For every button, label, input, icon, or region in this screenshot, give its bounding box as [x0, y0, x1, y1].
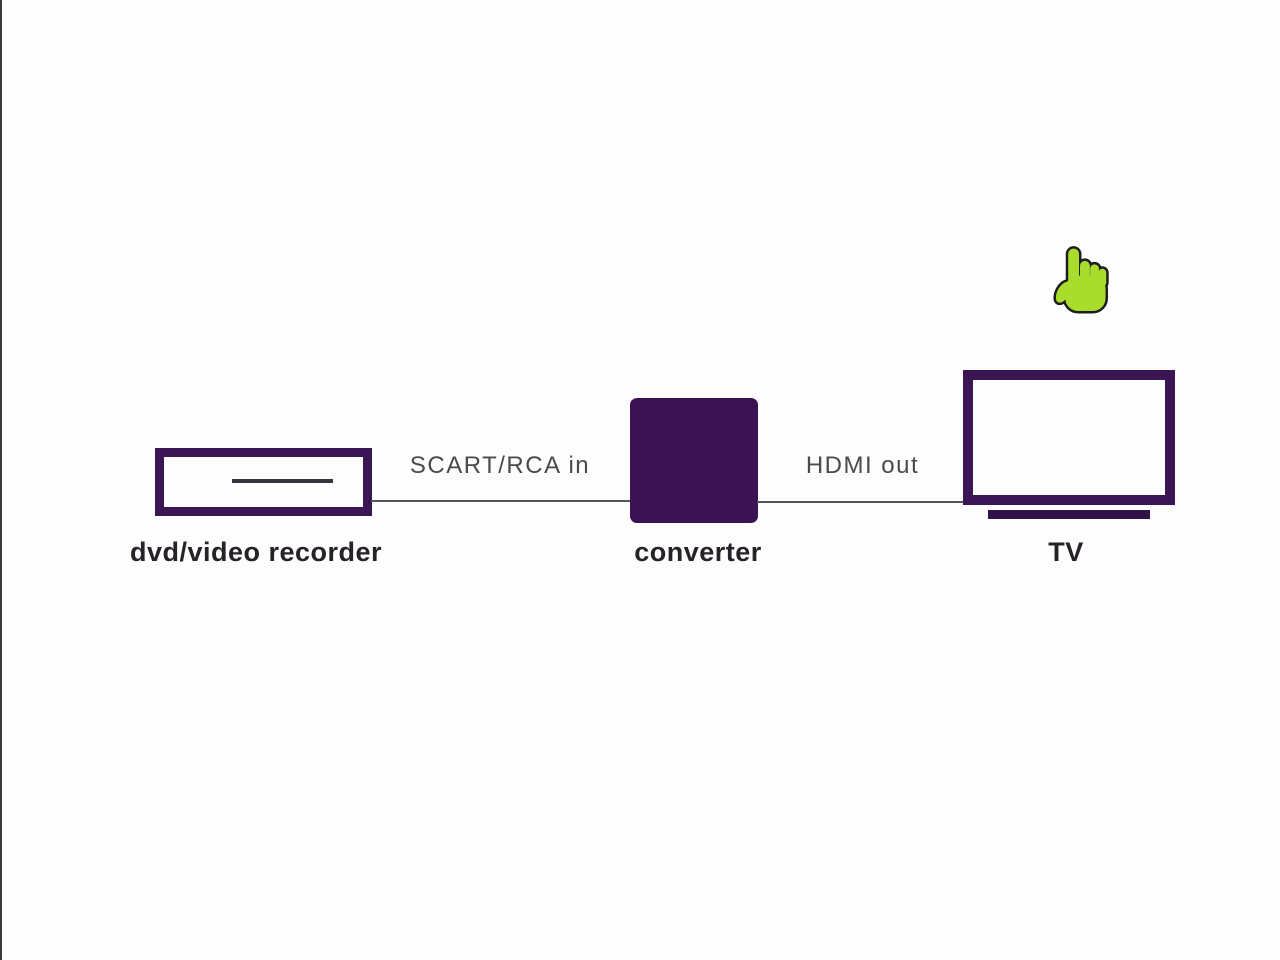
tv-stand-shape: [988, 510, 1150, 519]
dvd-disc-slot: [232, 479, 333, 483]
left-edge-divider: [0, 0, 2, 960]
converter-shape: [630, 398, 758, 523]
tv-label: TV: [1048, 537, 1084, 567]
converter-label: converter: [634, 537, 762, 567]
dvd-recorder-label: dvd/video recorder: [129, 537, 383, 567]
hand-pointer-cursor: [1053, 246, 1109, 314]
wire-converter-to-tv: [757, 501, 964, 503]
tv-screen-shape: [963, 370, 1175, 505]
scart-rca-in-label: SCART/RCA in: [409, 452, 591, 479]
hdmi-out-label: HDMI out: [805, 452, 920, 479]
wire-dvd-to-converter: [371, 500, 631, 502]
dvd-recorder-shape: [155, 448, 372, 516]
